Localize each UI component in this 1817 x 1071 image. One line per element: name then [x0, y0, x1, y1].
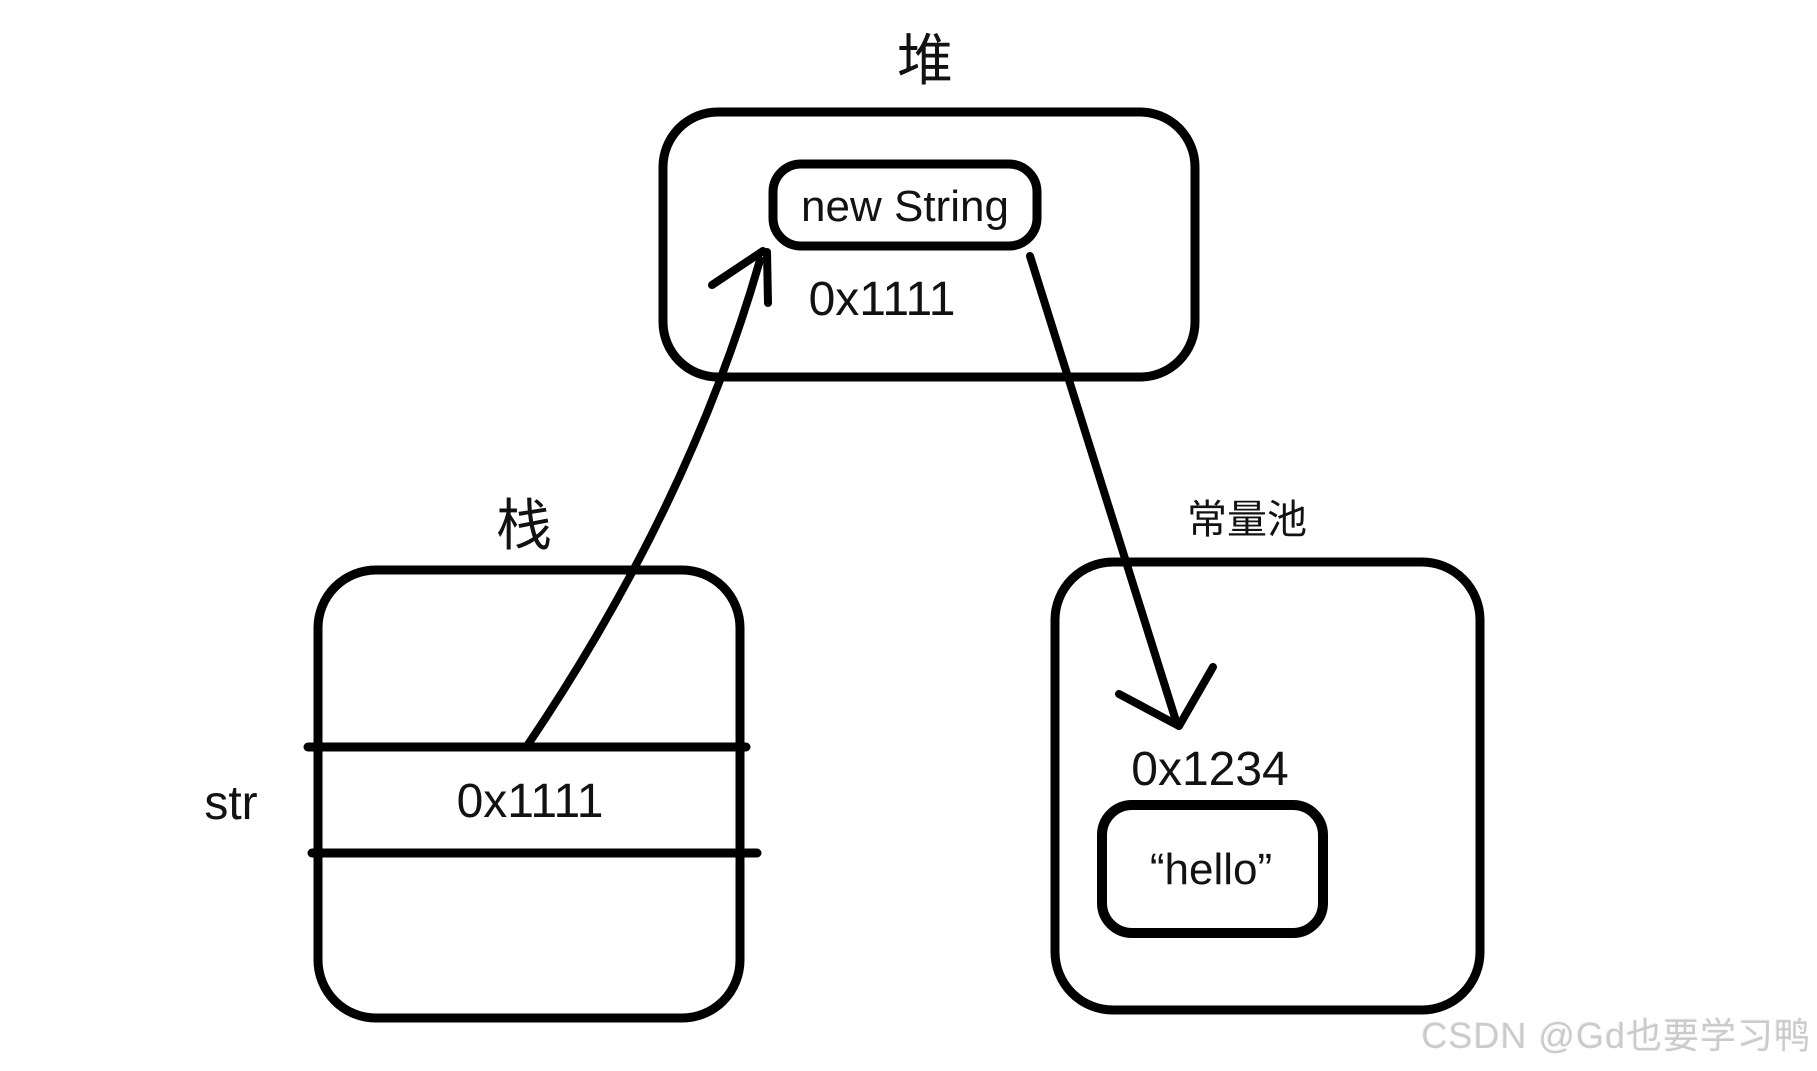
- stack-slot-value: 0x1111: [457, 775, 604, 828]
- hello-literal-box: [1097, 800, 1328, 938]
- heap-address-text: 0x1111: [809, 273, 956, 326]
- stack-box: [313, 565, 745, 1023]
- heap-box: [658, 107, 1200, 382]
- arrow-stack-to-heap-head-left-barb: [708, 247, 767, 289]
- arrow-stack-to-heap-head-right-barb: [763, 248, 772, 307]
- arrow-heap-to-pool-shaft: [1026, 252, 1180, 725]
- arrow-heap-to-pool-head-right-barb: [1175, 663, 1217, 730]
- constant-pool-box: [1050, 557, 1485, 1015]
- csdn-watermark: CSDN @Gd也要学习鸭: [1421, 1015, 1811, 1056]
- new-string-box: [768, 159, 1042, 251]
- stack-variable-name: str: [204, 777, 257, 830]
- stack-label: 栈: [496, 494, 552, 557]
- pool-address-text: 0x1234: [1131, 743, 1288, 796]
- arrow-heap-to-pool-head-left-barb: [1115, 690, 1183, 730]
- hello-literal-text: “hello”: [1150, 845, 1272, 894]
- new-string-text: new String: [801, 182, 1009, 231]
- constant-pool-label: 常量池: [1187, 498, 1307, 542]
- arrow-stack-to-heap-shaft: [523, 256, 764, 750]
- heap-label: 堆: [897, 29, 953, 92]
